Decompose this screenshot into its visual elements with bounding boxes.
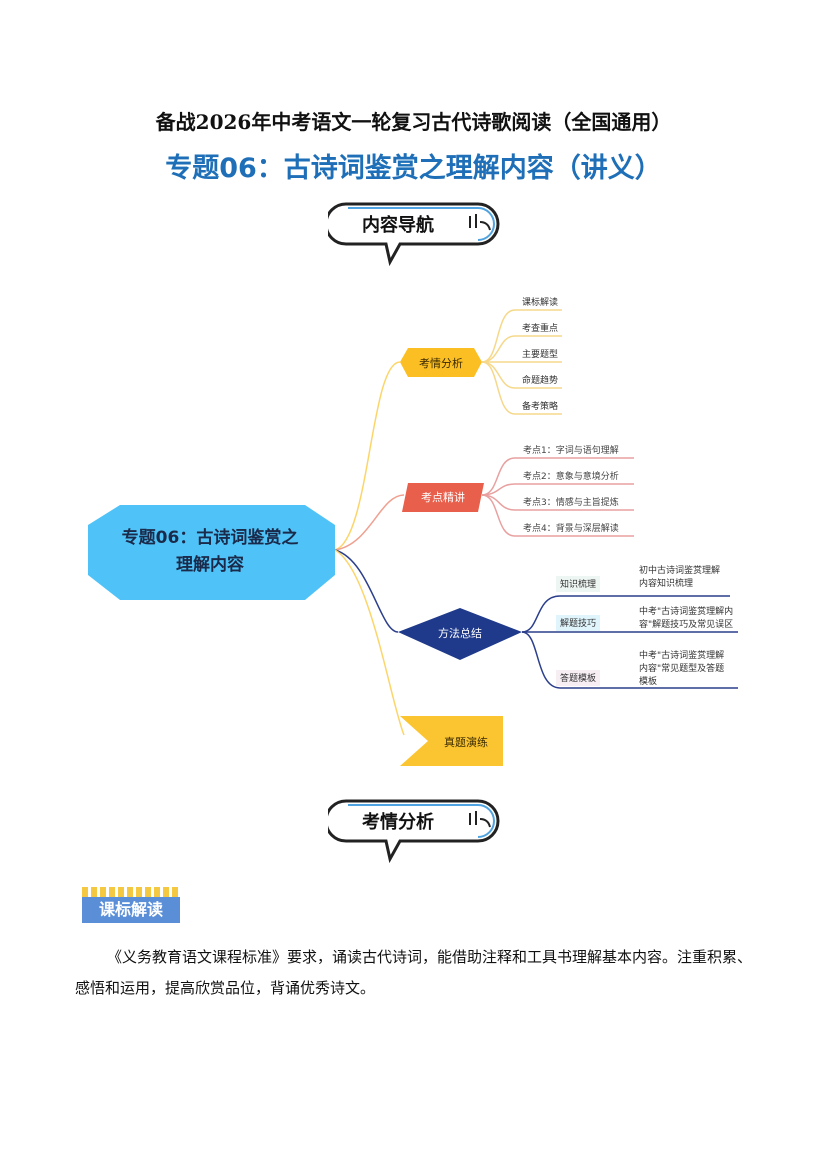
document-title: 备战2026年中考语文一轮复习古代诗歌阅读（全国通用）: [155, 110, 672, 134]
branch-kaoqing-label: 考情分析: [419, 356, 463, 370]
speech-bubble-icon: [324, 202, 500, 267]
method-item-desc: 容"解题技巧及常见误区: [639, 618, 733, 630]
method-item-desc: 模板: [639, 675, 657, 687]
branch-fangfa-label: 方法总结: [438, 626, 482, 640]
method-item-desc: 中考"古诗词鉴赏理解内: [639, 605, 733, 617]
center-node[interactable]: [88, 505, 335, 600]
leaf-item: 考查重点: [522, 322, 558, 334]
method-item-desc: 内容知识梳理: [639, 577, 693, 589]
leaf-item: 命题趋势: [522, 374, 558, 386]
branch-zhenti-node[interactable]: [400, 716, 503, 766]
section-bubble-label: 考情分析: [362, 812, 434, 833]
method-item-desc: 内容"常见题型及答题: [639, 662, 724, 674]
method-item-label: 知识梳理: [560, 578, 596, 590]
nav-bubble: 内容导航: [324, 198, 508, 268]
branch-kaodian-label: 考点精讲: [421, 490, 465, 504]
method-item-label: 解题技巧: [560, 617, 596, 629]
leaf-item: 考点4：背景与深层解读: [523, 522, 619, 534]
method-item-desc: 初中古诗词鉴赏理解: [639, 564, 720, 576]
section-bubble: 考情分析: [324, 795, 508, 865]
leaf-item: 考点2：意象与意境分析: [523, 470, 619, 482]
document-subtitle: 专题06：古诗词鉴赏之理解内容（讲义）: [165, 153, 662, 184]
decorative-stripe: [82, 887, 180, 897]
leaf-item: 备考策略: [522, 400, 558, 412]
body-paragraph: 《义务教育语文课程标准》要求，诵读古代诗词，能借助注释和工具书理解基本内容。注重…: [75, 948, 753, 997]
center-node-line1: 专题06：古诗词鉴赏之: [122, 527, 299, 548]
subsection-heading: 课标解读: [82, 887, 180, 923]
leaf-item: 考点3：情感与主旨提炼: [523, 496, 619, 508]
method-item-label: 答题模板: [560, 672, 596, 684]
mind-map: 专题06：古诗词鉴赏之 理解内容 考情分析 课标解读 考查重点 主要题型 命题趋…: [88, 296, 738, 766]
nav-bubble-label: 内容导航: [362, 215, 434, 236]
method-item-desc: 中考"古诗词鉴赏理解: [639, 649, 724, 661]
subsection-heading-label: 课标解读: [82, 897, 180, 923]
leaf-item: 课标解读: [522, 296, 558, 308]
leaf-item: 考点1：字词与语句理解: [523, 444, 619, 456]
branch-fangfa-node[interactable]: [398, 608, 522, 660]
branch-zhenti-label: 真题演练: [444, 735, 488, 749]
branch-kaodian-node[interactable]: [402, 483, 484, 512]
leaf-item: 主要题型: [522, 348, 558, 360]
branch-kaoqing-node[interactable]: [400, 348, 482, 377]
speech-bubble-icon: [324, 799, 500, 864]
center-node-line2: 理解内容: [176, 554, 244, 575]
